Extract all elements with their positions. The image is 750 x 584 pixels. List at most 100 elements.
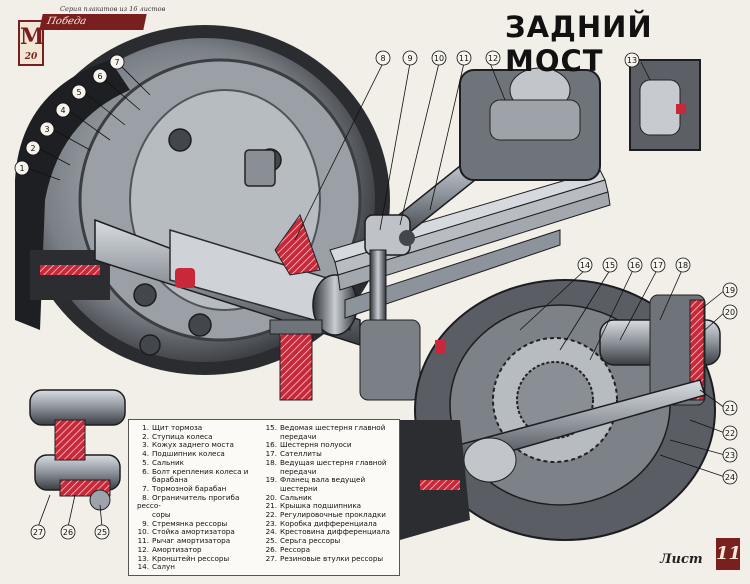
legend-item: 8.Ограничитель прогиба рессо-соры: [137, 492, 265, 520]
shock-absorber-body: [459, 67, 601, 181]
legend-number: 13.: [137, 553, 149, 563]
legend-item: 26.Рессора: [265, 544, 397, 555]
legend-number: 6.: [142, 466, 149, 476]
legend-number: 14.: [137, 562, 149, 572]
callout-4: 4: [60, 106, 65, 115]
callout-16: 16: [630, 261, 640, 270]
legend-text: Фланец вала ведущей: [280, 475, 366, 485]
legend-item: 14.Салун: [137, 562, 265, 572]
legend-text: Кронштейн рессоры: [152, 553, 230, 563]
legend-item: 13.Кронштейн рессоры: [137, 553, 265, 564]
legend-number: 23.: [265, 518, 277, 528]
legend-item: 16.Шестерня полуоси: [265, 441, 397, 450]
legend-item: 20.Сальник: [265, 492, 397, 503]
legend-number: 16.: [265, 440, 277, 450]
legend-number: 22.: [265, 510, 277, 520]
legend-number: 4.: [142, 449, 149, 459]
legend-number: 12.: [137, 544, 149, 554]
callout-5: 5: [76, 88, 81, 97]
legend-text: Коробка дифференциала: [280, 518, 377, 528]
legend-number: 27.: [265, 553, 277, 563]
axle-housing: [94, 218, 361, 347]
legend-item: 3.Кожух заднего моста: [137, 441, 265, 450]
callout-6: 6: [97, 72, 102, 81]
legend-number: 8.: [142, 492, 149, 502]
callout-numbers: 1 2 3 4 5 6 7 8 9 10 11 12 13 14 15 16 1…: [19, 54, 735, 537]
callout-9: 9: [407, 54, 412, 63]
callout-8: 8: [380, 54, 385, 63]
legend-number: 26.: [265, 544, 277, 554]
callout-11: 11: [459, 54, 469, 63]
legend-item: 4.Подшипник колеса: [137, 449, 265, 459]
legend-number: 10.: [137, 527, 149, 537]
callout-21: 21: [725, 404, 735, 413]
callout-10: 10: [434, 54, 444, 63]
callout-17: 17: [653, 261, 663, 270]
legend-text: Болт крепления колеса и: [152, 466, 249, 476]
legend-text: Шестерня полуоси: [280, 440, 352, 450]
legend-text: Кожух заднего моста: [152, 440, 234, 450]
legend-text-continued: шестерни: [280, 483, 318, 493]
legend-text: Крышка подшипника: [280, 501, 362, 511]
legend-number: 11.: [137, 536, 149, 546]
legend-item: 5.Сальник: [137, 457, 265, 468]
callout-19: 19: [725, 286, 735, 295]
spring-limiter: [274, 213, 321, 276]
callouts: [14, 50, 738, 540]
legend-number: 25.: [265, 536, 277, 546]
series-logo: М 20: [18, 20, 44, 66]
callout-1: 1: [19, 164, 24, 173]
callout-22: 22: [725, 429, 735, 438]
legend-item: 12.Амортизатор: [137, 544, 265, 555]
legend-item: 24.Крестовина дифференциала: [265, 528, 397, 537]
sheet-number: Лист 11: [660, 538, 742, 574]
legend-item: 7.Тормозной барабан: [137, 483, 265, 494]
legend-item: 21.Крышка подшипника: [265, 501, 397, 511]
legend-text: Рычаг амортизатора: [152, 536, 231, 546]
legend-text: Регулировочные прокладки: [280, 510, 386, 520]
logo-band: Победа: [39, 14, 147, 30]
legend-text: Крестовина дифференциала: [280, 527, 390, 537]
legend-item: 23.Коробка дифференциала: [265, 518, 397, 529]
legend-item: 22.Регулировочные прокладки: [265, 510, 397, 520]
legend-number: 7.: [142, 483, 149, 493]
callout-20: 20: [725, 308, 735, 317]
legend-text-continued: соры: [152, 510, 171, 520]
legend-text: Тормозной барабан: [152, 483, 227, 493]
callout-18: 18: [678, 261, 688, 270]
legend-text: Амортизатор: [152, 544, 202, 554]
legend-item: 1.Щит тормоза: [137, 423, 265, 433]
legend-text: Сальник: [280, 492, 312, 502]
callout-27: 27: [33, 528, 43, 537]
legend-text: Салун: [152, 562, 175, 572]
callout-25: 25: [97, 528, 107, 537]
legend-text: Ведущая шестерня главной: [280, 457, 387, 467]
callout-15: 15: [605, 261, 615, 270]
legend-text: Стремянка рессоры: [152, 518, 228, 528]
legend-item: 2.Ступица колеса: [137, 432, 265, 442]
callout-7: 7: [114, 58, 119, 67]
spring-bracket: [629, 59, 701, 151]
legend-text: Ограничитель прогиба рессо-: [137, 492, 240, 511]
poster-title: ЗАДНИЙ МОСТ: [505, 10, 653, 78]
legend-number: 9.: [142, 518, 149, 528]
legend-text: Подшипник колеса: [152, 449, 225, 459]
legend-text: Стойка амортизатора: [152, 527, 235, 537]
hub-nut: [244, 149, 276, 187]
legend-number: 20.: [265, 492, 277, 502]
legend-item: 17.Сателлиты: [265, 449, 397, 459]
callout-26: 26: [63, 528, 73, 537]
legend-item: 25.Серьга рессоры: [265, 536, 397, 546]
legend-number: 19.: [265, 475, 277, 485]
legend-text: Резиновые втулки рессоры: [280, 553, 384, 563]
legend-text: Сальник: [152, 457, 184, 467]
callout-3: 3: [44, 125, 49, 134]
legend-text: Щит тормоза: [152, 423, 203, 432]
callout-12: 12: [488, 54, 498, 63]
